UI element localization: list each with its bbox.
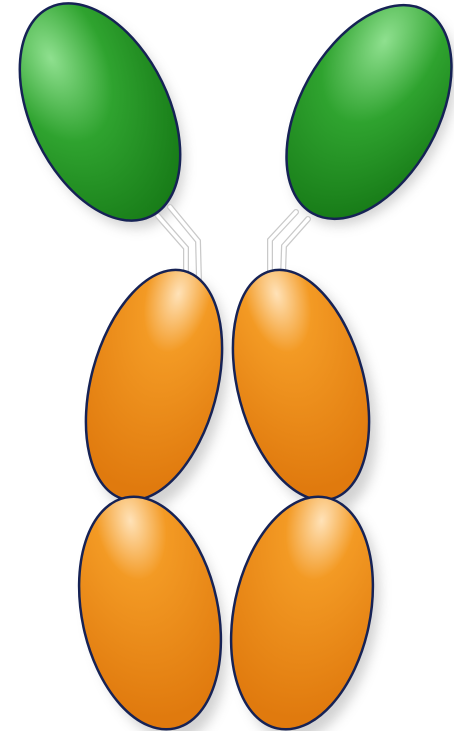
hinge-linker-right [270,212,308,276]
variable-domain-left [0,0,213,247]
constant-domain-upper-left [63,255,246,516]
variable-domain-right [252,0,454,247]
constant-domain-lower-right [211,483,393,731]
